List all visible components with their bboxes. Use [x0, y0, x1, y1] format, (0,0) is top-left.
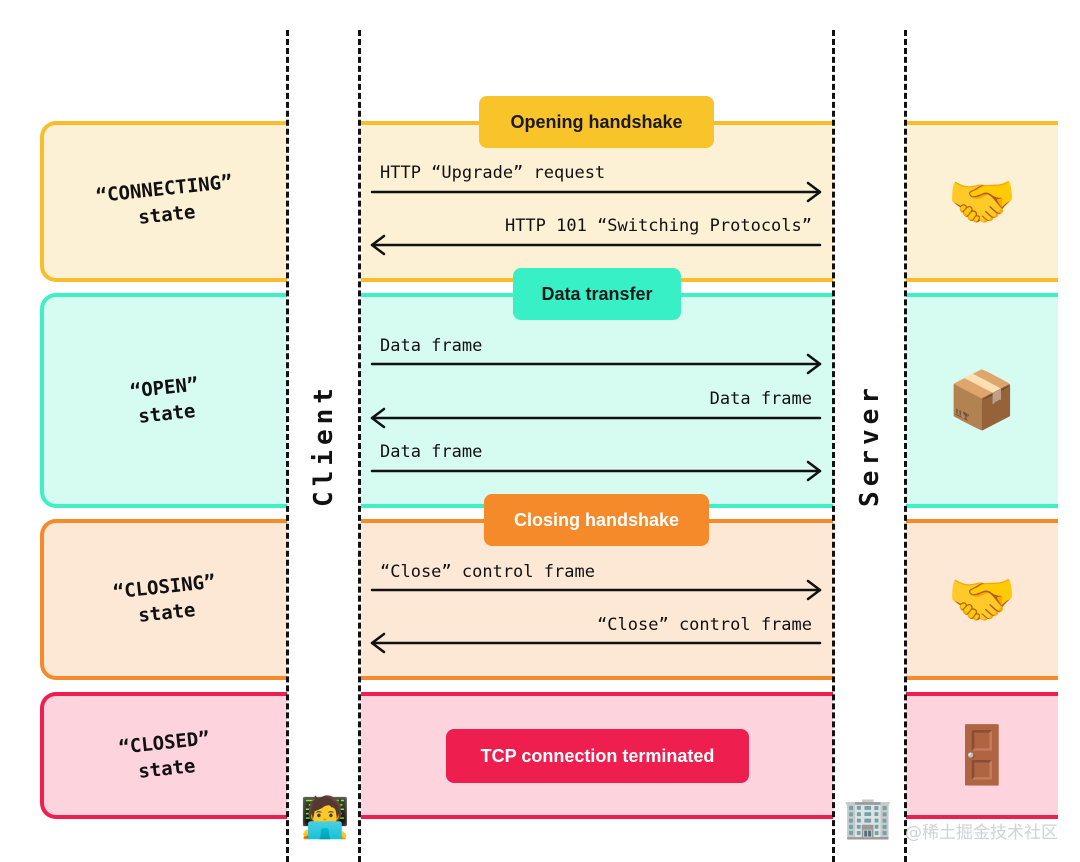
client-lifeline-right: [358, 30, 361, 862]
opening-handshake-tag: Opening handshake: [479, 96, 714, 148]
arrow-server-to-client: [370, 234, 822, 256]
closing-handshake-tag: Closing handshake: [484, 494, 709, 546]
arrow-client-to-server: [370, 353, 822, 375]
server-lifeline-left: [832, 30, 835, 862]
state-box-open: “OPEN” state: [40, 293, 287, 508]
close-frame-label-1: “Close” control frame: [380, 562, 595, 582]
technologist-icon: 🧑‍💻: [300, 795, 350, 841]
data-transfer-tag: Data transfer: [513, 268, 681, 320]
server-band-closing: 🤝: [906, 519, 1058, 680]
server-band-open: 📦: [906, 293, 1058, 508]
close-frame-label-2: “Close” control frame: [597, 615, 812, 635]
server-band-closed: 🚪: [906, 692, 1058, 819]
handshake-icon: 🤝: [947, 170, 1017, 235]
arrow-server-to-client: [370, 407, 822, 429]
client-lifeline-left: [286, 30, 289, 862]
arrow-client-to-server: [370, 181, 822, 203]
switching-protocols-label: HTTP 101 “Switching Protocols”: [504, 216, 812, 236]
state-box-closing: “CLOSING” state: [40, 519, 287, 680]
state-box-closed: “CLOSED” state: [40, 692, 287, 819]
data-frame-label-3: Data frame: [380, 442, 483, 462]
server-lifeline-right: [904, 30, 907, 862]
data-frame-label-2: Data frame: [709, 389, 812, 409]
handshake-icon: 🤝: [947, 568, 1017, 633]
office-building-icon: 🏢: [843, 795, 893, 841]
server-band-connecting: 🤝: [906, 121, 1058, 282]
arrow-server-to-client: [370, 632, 822, 654]
door-icon: 🚪: [947, 723, 1017, 788]
upgrade-request-label: HTTP “Upgrade” request: [380, 163, 606, 183]
watermark: @稀土掘金技术社区: [905, 823, 1058, 843]
tcp-terminated-tag: TCP connection terminated: [446, 729, 749, 783]
arrow-client-to-server: [370, 460, 822, 482]
package-icon: 📦: [947, 368, 1017, 433]
state-box-connecting: “CONNECTING” state: [40, 121, 287, 282]
arrow-client-to-server: [370, 579, 822, 601]
data-frame-label-1: Data frame: [380, 336, 483, 356]
